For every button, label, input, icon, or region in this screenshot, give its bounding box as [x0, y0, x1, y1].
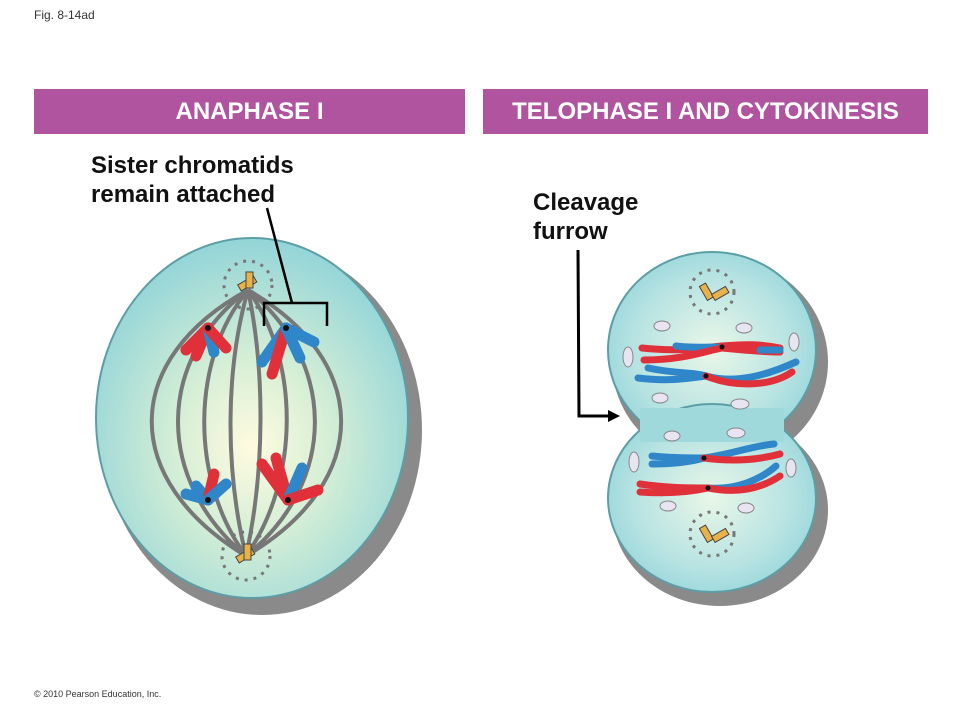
cleavage-furrow-callout: Cleavage furrow	[533, 188, 638, 246]
lower-cell-centrosome	[688, 510, 736, 558]
nuclear-envelope-fragments	[622, 320, 800, 514]
anaphase-cell	[95, 207, 422, 615]
lower-cell-chromosomes	[636, 440, 784, 497]
anaphase-cell-body	[95, 237, 409, 599]
anaphase-title: ANAPHASE I	[175, 97, 324, 125]
telophase-banner: TELOPHASE I AND CYTOKINESIS	[483, 89, 928, 134]
lower-daughter-cell	[607, 403, 817, 593]
chromosome-upper-right	[256, 322, 320, 380]
sister-chromatids-line-2: remain attached	[91, 181, 276, 208]
bottom-centrosome	[220, 530, 272, 582]
cleavage-bridge	[640, 408, 784, 442]
cleavage-furrow-line-2: furrow	[533, 218, 608, 245]
figure-label: Fig. 8-14ad	[34, 8, 95, 22]
cleavage-furrow-pointer	[576, 249, 620, 422]
spindle-fibers	[149, 288, 343, 558]
upper-cell-centrosome	[688, 268, 736, 316]
chromosome-lower-right	[256, 452, 324, 506]
cleavage-furrow-line-1: Cleavage	[533, 189, 639, 216]
chromosome-upper-left	[180, 322, 232, 362]
telophase-title: TELOPHASE I AND CYTOKINESIS	[512, 97, 899, 125]
telophase-cells	[576, 249, 828, 606]
sister-chromatids-line-1: Sister chromatids	[91, 152, 294, 179]
sister-chromatids-bracket	[262, 207, 329, 326]
sister-chromatids-callout: Sister chromatids remain attached	[91, 151, 294, 209]
upper-cell-chromosomes	[634, 341, 800, 388]
top-centrosome	[222, 259, 274, 311]
anaphase-banner: ANAPHASE I	[34, 89, 465, 134]
chromosome-lower-left	[180, 468, 232, 506]
copyright-notice: © 2010 Pearson Education, Inc.	[34, 689, 162, 699]
